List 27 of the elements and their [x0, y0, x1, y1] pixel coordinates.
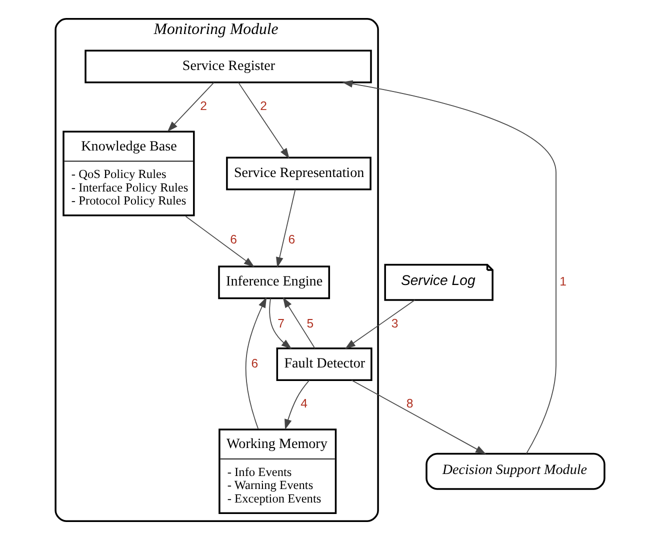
- arrow: [245, 297, 267, 430]
- edge-label: 5: [306, 316, 314, 330]
- edge-label: 2: [260, 98, 267, 113]
- node-box: Fault Detector: [276, 348, 372, 382]
- edge-label: 6: [288, 232, 296, 247]
- arrow: [342, 80, 556, 454]
- edge-label: 8: [406, 396, 414, 411]
- edge-label: 6: [251, 356, 258, 371]
- arrow: [351, 380, 486, 454]
- edge-label: 7: [278, 316, 285, 330]
- node-box: Service Representation: [226, 156, 372, 190]
- arrow: [284, 380, 310, 430]
- edge-label: 2: [200, 98, 208, 113]
- edge-label: 3: [391, 316, 398, 330]
- edge-label: 1: [560, 274, 566, 289]
- arrow: [269, 298, 292, 350]
- arrow: [282, 297, 316, 349]
- arrow: [167, 82, 214, 132]
- node-box: Decision Support Module: [426, 452, 606, 490]
- node-box: Service Register: [84, 50, 372, 84]
- arrow: [185, 216, 255, 268]
- arrow: [238, 82, 290, 159]
- arrow: [344, 300, 416, 349]
- arrow: [276, 189, 296, 268]
- node-box: Inference Engine: [218, 266, 330, 300]
- edge-label: 4: [300, 396, 308, 411]
- edge-label: 6: [230, 232, 237, 247]
